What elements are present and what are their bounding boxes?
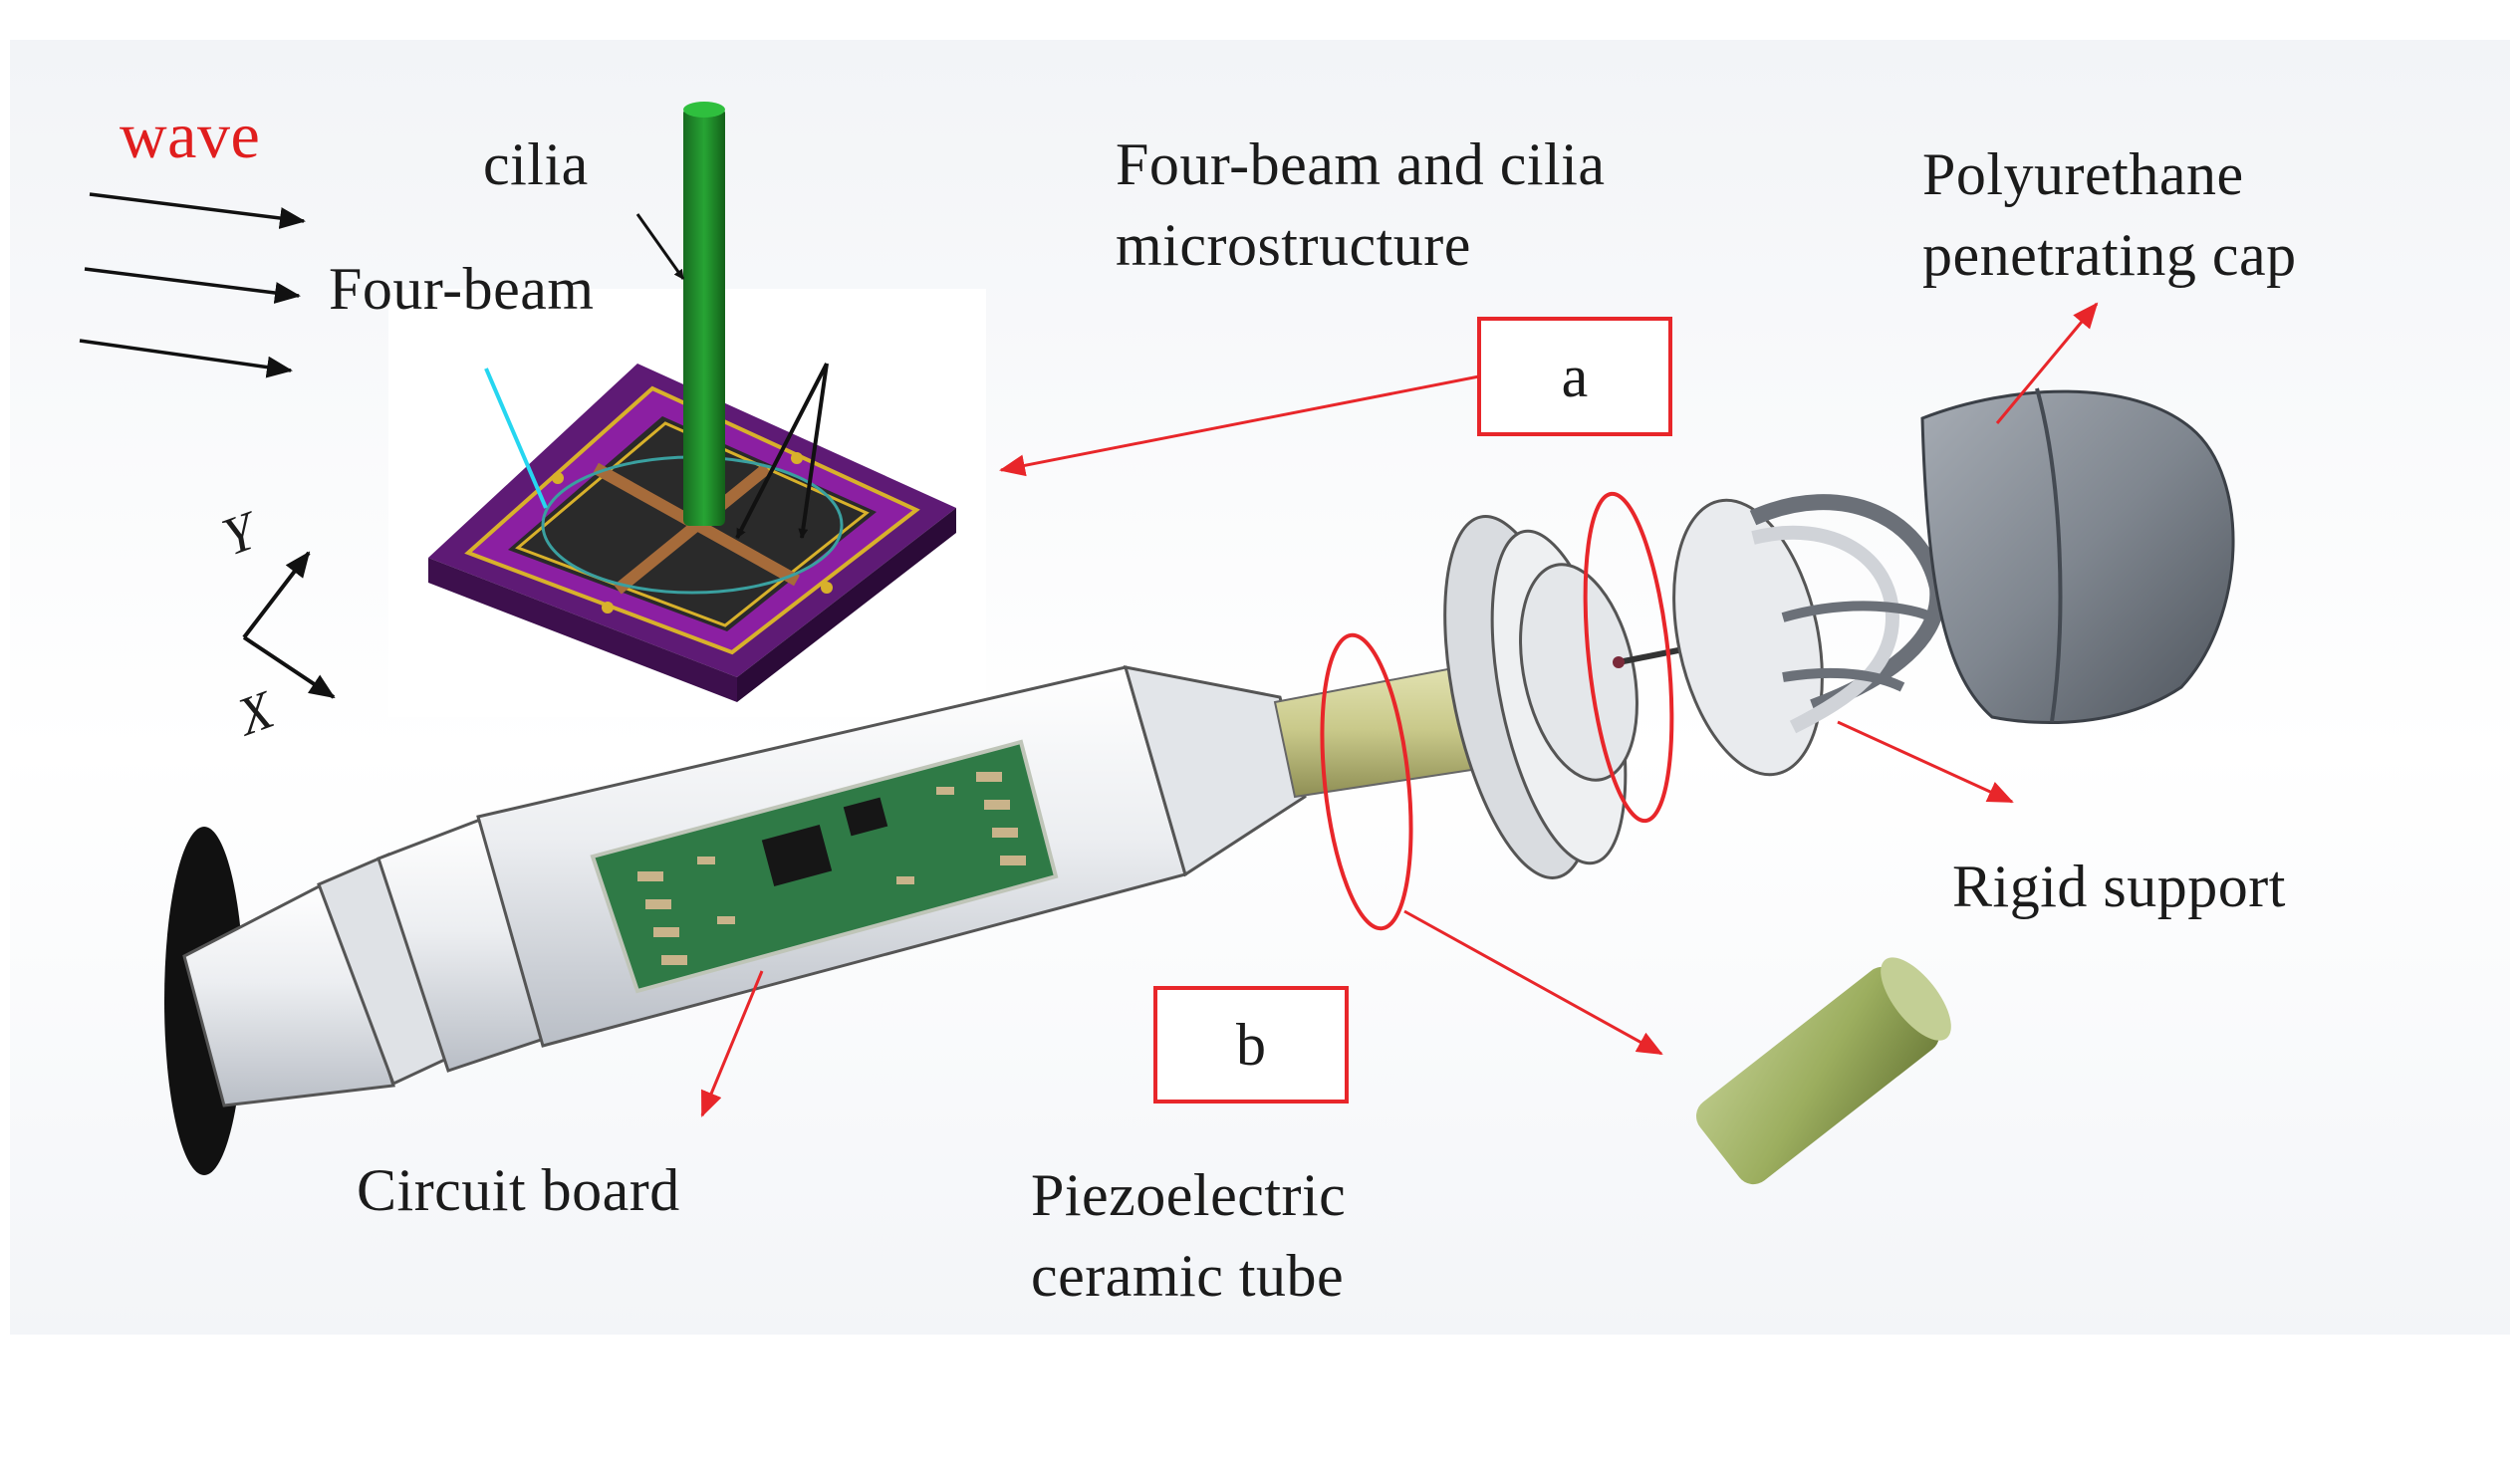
cilia-leader-line [635,213,685,280]
four-beam-cilia-line-2: microstructure [1116,212,1471,278]
rigid-support [1672,494,1946,777]
cilia-label: cilia [483,131,589,197]
coordinate-axes [242,551,336,699]
wave-arrows [79,192,306,378]
red-annotation-arrows [700,302,2099,1117]
flange-highlight [1583,491,1674,824]
piezoelectric-ceramic-tube [1695,957,1951,1185]
circuit-board [590,739,1059,994]
flange-assembly [1443,515,1694,879]
piezo-tube-line-1: Piezoelectric [1031,1162,1347,1228]
polyurethane-cap-line-1: Polyurethane [1922,141,2244,207]
polyurethane-cap-label: Polyurethane penetrating cap [1922,134,2297,296]
label-box-a: a [1477,317,1672,436]
circuit-board-label: Circuit board [357,1157,680,1223]
rigid-support-label: Rigid support [1952,854,2286,919]
four-beam-cilia-label: Four-beam and cilia microstructure [1116,124,1605,286]
brass-tube-highlight [1320,632,1413,931]
four-beam-cilia-line-1: Four-beam and cilia [1116,131,1606,197]
label-box-b: b [1153,986,1349,1104]
wave-label: wave [120,100,261,172]
four-beam-label: Four-beam [329,256,595,322]
piezo-tube-label: Piezoelectric ceramic tube [1031,1155,1346,1317]
piezo-tube-line-2: ceramic tube [1031,1243,1345,1309]
cilia-pillar [683,102,725,526]
beam-leader-line-1 [735,363,829,539]
polyurethane-cap-line-2: penetrating cap [1922,222,2297,288]
cyan-indicator-line [484,368,548,509]
polyurethane-cap [1920,387,2235,725]
beam-leader-line-2 [798,363,829,539]
